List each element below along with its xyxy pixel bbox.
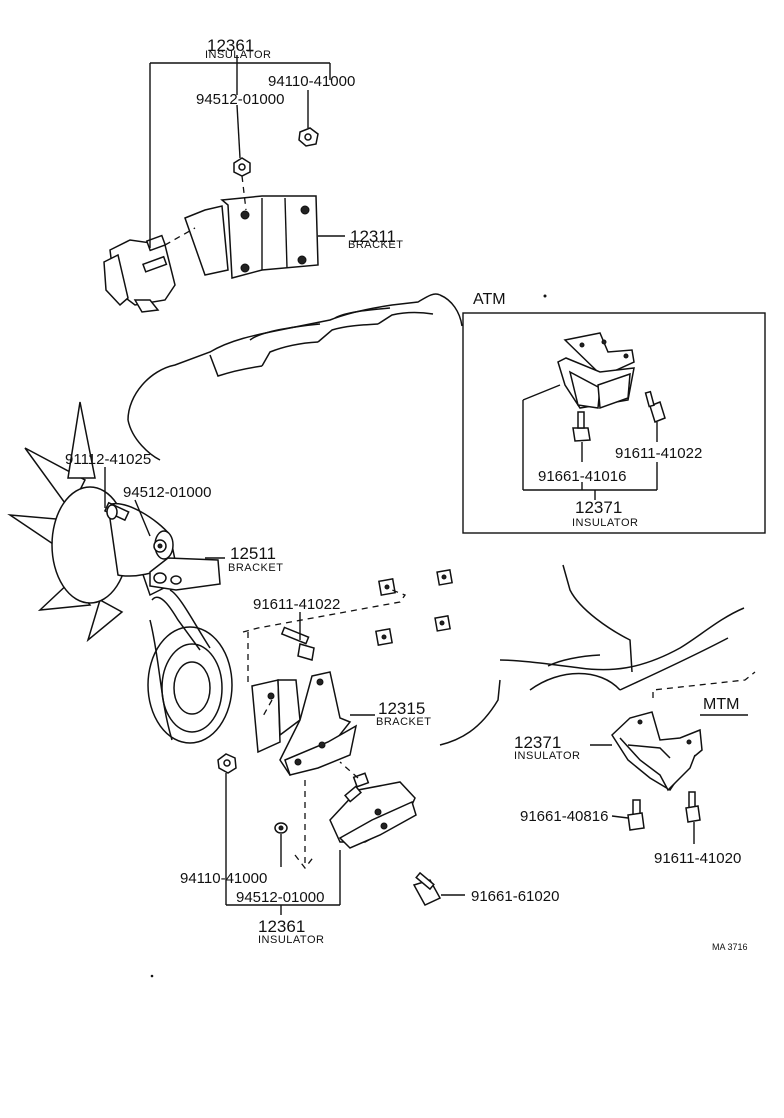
top-bracket-caption: BRACKET: [348, 239, 403, 251]
crank-pulley: [147, 589, 233, 744]
atm-insulator-caption: INSULATOR: [572, 517, 638, 529]
lower-mount-group: 91611-41022 12315 BRACKET 94110-41000 94…: [180, 569, 559, 946]
atm-bolt-a-number: 91661-41016: [538, 468, 626, 485]
top-mount-group: 12361 INSULATOR 94110-41000 94512-01000 …: [103, 36, 403, 313]
mtm-insulator-caption: INSULATOR: [514, 750, 580, 762]
lower-bolt-b-number: 91661-61020: [471, 888, 559, 905]
top-nut-number: 94110-41000: [268, 73, 355, 90]
mtm-bolt-b-number: 91611-41020: [654, 850, 741, 867]
atm-bolt-b-number: 91611-41022: [615, 445, 702, 462]
mtm-insulator-number: 12371: [514, 733, 561, 752]
lower-bracket-number: 12315: [378, 699, 425, 718]
lower-bracket-caption: BRACKET: [376, 716, 431, 728]
lower-washer-number: 94512-01000: [236, 889, 324, 906]
reference-code: MA 3716: [712, 942, 748, 952]
fan-bolt-number: 91112-41025: [65, 451, 151, 468]
top-washer-number: 94512-01000: [196, 91, 284, 108]
atm-label: ATM: [473, 291, 506, 308]
lower-nut-number: 94110-41000: [180, 870, 267, 887]
top-insulator-number: 12361: [207, 36, 254, 55]
mtm-label: MTM: [703, 696, 739, 713]
cooling-fan: [7, 401, 193, 643]
fan-bracket-group: 91112-41025 94512-01000 12511 BRACKET: [65, 451, 283, 591]
mtm-bolt-a-number: 91661-40816: [520, 808, 608, 825]
lower-bolt-number: 91611-41022: [253, 596, 340, 613]
fan-washer-number: 94512-01000: [123, 484, 211, 501]
top-bracket-number: 12311: [350, 227, 396, 246]
fan-bracket-number: 12511: [230, 544, 276, 563]
atm-box: ATM 91661-41016 91611-41022 12371 INSULA…: [462, 291, 766, 534]
fan-bracket-caption: BRACKET: [228, 562, 283, 574]
lower-insulator-number: 12361: [258, 917, 305, 936]
lower-insulator-caption: INSULATOR: [258, 934, 324, 946]
atm-insulator-number: 12371: [575, 498, 622, 517]
engine-outline: [127, 293, 745, 746]
top-insulator-caption: INSULATOR: [205, 49, 271, 61]
mtm-group: MTM 12371 INSULATOR 91661-40816 91611-41…: [514, 671, 756, 867]
